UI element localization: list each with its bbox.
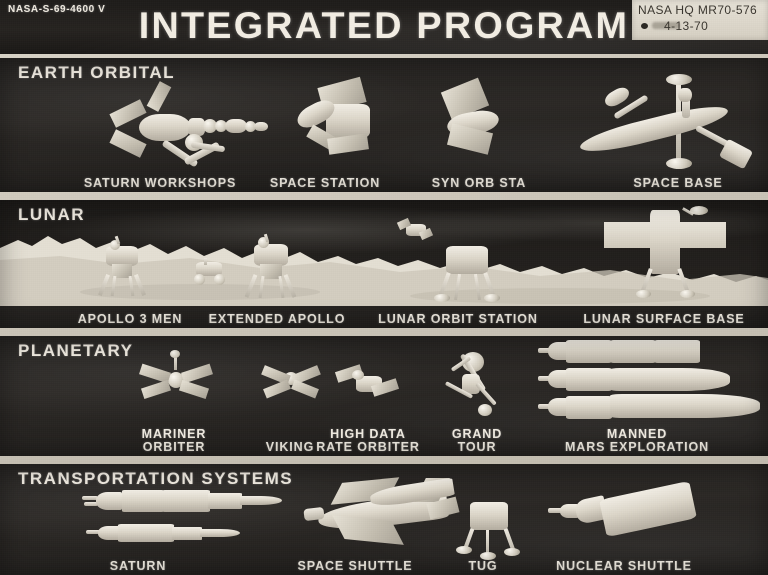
spacecraft-space-base <box>570 68 760 178</box>
spacecraft-lunar-surface-base <box>604 204 726 302</box>
section-title-lunar: LUNAR <box>18 205 85 224</box>
stamp-reference-number: NASA HQ MR70-576 <box>638 3 758 17</box>
section-earth-orbital: EARTH ORBITAL <box>0 58 768 192</box>
spacecraft-syn-orb-sta <box>425 77 525 174</box>
caption-extended-apollo: EXTENDED APOLLO <box>208 312 346 326</box>
section-title-planetary: PLANETARY <box>18 341 134 360</box>
caption-space-station: SPACE STATION <box>269 176 381 190</box>
spacecraft-space-shuttle <box>278 474 468 556</box>
caption-space-base: SPACE BASE <box>633 176 723 190</box>
caption-lunar-orbit-station: LUNAR ORBIT STATION <box>378 312 538 326</box>
spacecraft-saturn-workshops <box>105 81 285 176</box>
spacecraft-lunar-orbit-station <box>432 242 502 302</box>
spacecraft-extended-apollo <box>240 233 302 300</box>
caption-lunar-surface-base: LUNAR SURFACE BASE <box>583 312 745 326</box>
spacecraft-manned-mars-exploration <box>530 340 760 424</box>
stamp-smudge <box>652 22 680 29</box>
section-lunar: APOLLO 3 MEN EXTENDED APOLLO LUNAR ORBIT… <box>0 200 768 328</box>
spacecraft-lunar-orbiter-flying <box>396 217 434 242</box>
spacecraft-high-data-rate-orbiter <box>334 364 400 404</box>
spacecraft-grand-tour <box>440 348 506 418</box>
spacecraft-nuclear-shuttle <box>548 480 728 546</box>
caption-syn-orb-sta: SYN ORB STA <box>431 176 527 190</box>
caption-saturn-workshops: SATURN WORKSHOPS <box>83 176 237 190</box>
caption-apollo-3-men: APOLLO 3 MEN <box>77 312 183 326</box>
spacecraft-saturn <box>82 488 282 554</box>
caption-saturn: SATURN <box>109 559 167 573</box>
page-title: INTEGRATED PROGRAM <box>138 5 630 46</box>
spacecraft-viking <box>261 364 321 404</box>
stamp-punch-mark <box>641 23 648 29</box>
lunar-landscape-scene <box>0 200 768 306</box>
caption-space-shuttle: SPACE SHUTTLE <box>297 559 413 573</box>
archival-stamp: NASA HQ MR70-576 4-13-70 <box>632 0 768 40</box>
caption-tug: TUG <box>468 559 498 573</box>
section-title-transportation-systems: TRANSPORTATION SYSTEMS <box>18 469 294 488</box>
lunar-terrain <box>0 236 768 306</box>
section-transportation-systems: TRANSPORTATION SYSTEMS <box>0 464 768 575</box>
section-title-earth-orbital: EARTH ORBITAL <box>18 63 176 82</box>
caption-grand-tour: GRAND TOUR <box>451 427 503 454</box>
caption-nuclear-shuttle: NUCLEAR SHUTTLE <box>556 559 692 573</box>
spacecraft-mariner-orbiter <box>139 350 213 410</box>
spacecraft-tug <box>456 500 520 560</box>
spacecraft-apollo-3-men <box>92 235 152 300</box>
section-planetary: PLANETARY <box>0 336 768 456</box>
spacecraft-space-station <box>278 76 388 176</box>
spacecraft-lunar-rover <box>186 258 232 290</box>
caption-mariner-orbiter: MARINER ORBITER <box>141 427 207 454</box>
caption-high-data-rate-orbiter: HIGH DATA RATE ORBITER <box>316 427 420 454</box>
caption-viking: VIKING <box>265 440 315 454</box>
nasa-document-id: NASA-S-69-4600 V <box>8 4 106 15</box>
caption-manned-mars-exploration: MANNED MARS EXPLORATION <box>564 427 710 454</box>
stamp-date: 4-13-70 <box>664 19 709 33</box>
